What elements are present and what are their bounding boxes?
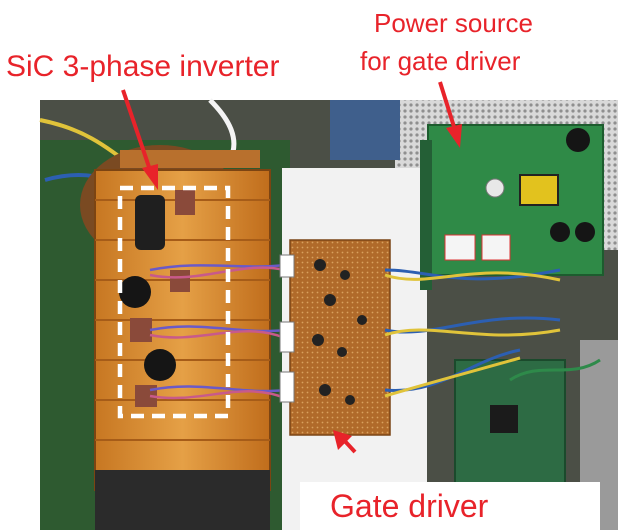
snubber-capacitors bbox=[130, 190, 195, 407]
capacitor-round-2 bbox=[144, 349, 176, 381]
power-label-sticker-2 bbox=[481, 234, 511, 261]
twisted-supply-cables bbox=[384, 268, 601, 398]
label-power-source-line2: for gate driver bbox=[360, 46, 521, 76]
power-cap-1 bbox=[566, 128, 590, 152]
annotation-arrows bbox=[121, 81, 462, 454]
label-sic-inverter: SiC 3-phase inverter bbox=[6, 50, 280, 83]
gate-driver-pcb bbox=[289, 239, 391, 436]
gate-driver-components bbox=[312, 259, 367, 405]
power-cap-3 bbox=[575, 222, 595, 242]
power-pcb-shadow bbox=[420, 140, 432, 290]
heatsink-base bbox=[95, 470, 270, 530]
copper-bar bbox=[120, 150, 260, 168]
controller-chip bbox=[490, 405, 518, 433]
right-blue-strip bbox=[330, 100, 400, 160]
power-cap-2 bbox=[550, 222, 570, 242]
gate-driver-connectors bbox=[279, 254, 295, 403]
transformer-yellow bbox=[519, 174, 559, 206]
label-gate-driver: Gate driver bbox=[330, 488, 489, 524]
power-white-part bbox=[485, 178, 505, 198]
inverter-dashed-box bbox=[117, 185, 231, 419]
dc-capacitor bbox=[135, 195, 165, 250]
label-power-source-line1: Power source bbox=[374, 8, 533, 38]
power-label-sticker-1 bbox=[444, 234, 476, 261]
gate-signal-wires bbox=[149, 263, 286, 400]
capacitor-round-1 bbox=[119, 276, 151, 308]
gate-driver-label-bg bbox=[300, 482, 600, 530]
